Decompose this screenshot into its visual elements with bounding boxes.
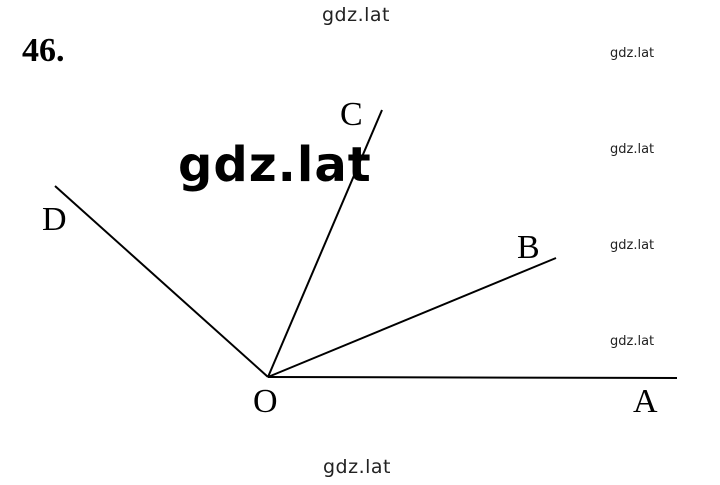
ray-od: [54, 185, 269, 378]
watermark-side-1: gdz.lat: [610, 46, 655, 61]
watermark-side-3: gdz.lat: [610, 238, 655, 253]
point-label-b: B: [517, 229, 540, 266]
watermark-large: gdz.lat: [178, 137, 372, 193]
watermark-bottom: gdz.lat: [323, 456, 392, 478]
point-label-c: C: [340, 96, 363, 133]
watermark-side-2: gdz.lat: [610, 142, 655, 157]
point-label-a: A: [633, 383, 658, 420]
point-label-d: D: [42, 201, 67, 238]
problem-number: 46.: [22, 32, 65, 69]
watermark-top: gdz.lat: [322, 4, 391, 26]
ray-ob: [267, 257, 557, 378]
ray-oa: [267, 376, 678, 379]
watermark-side-4: gdz.lat: [610, 334, 655, 349]
ray-oc: [267, 109, 383, 378]
point-label-o: O: [253, 383, 278, 420]
